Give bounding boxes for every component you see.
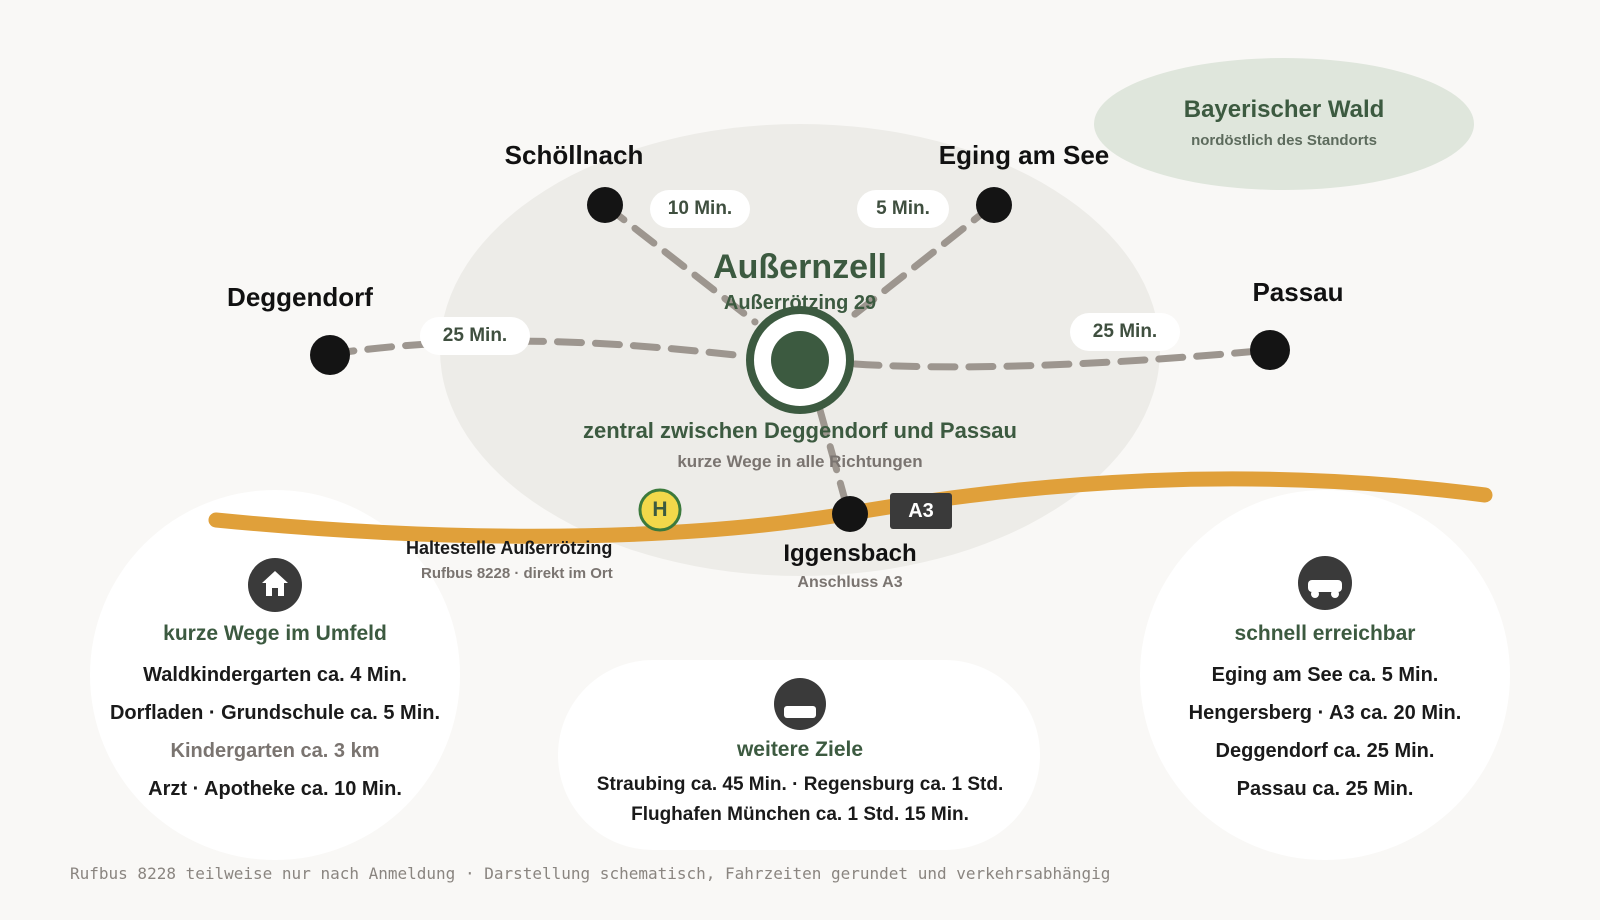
card-right-heading: schnell erreichbar bbox=[1234, 622, 1416, 645]
card-left-line: Kindergarten ca. 3 km bbox=[170, 740, 380, 762]
city-label-deggendorf: Deggendorf bbox=[227, 282, 373, 312]
card-right-line: Deggendorf ca. 25 Min. bbox=[1215, 740, 1435, 762]
center-marker-dot bbox=[771, 331, 829, 389]
house-icon bbox=[248, 558, 302, 612]
bus-stop-title: Haltestelle Außerrötzing bbox=[406, 538, 613, 558]
route-eging bbox=[841, 201, 997, 326]
route-passau bbox=[851, 346, 1274, 371]
card-left-line: Arzt · Apotheke ca. 10 Min. bbox=[148, 778, 402, 800]
card-left-line: Dorfladen · Grundschule ca. 5 Min. bbox=[109, 702, 441, 724]
card-left-bg bbox=[90, 490, 460, 860]
node-passau bbox=[1250, 330, 1290, 370]
node-schoellnach bbox=[587, 187, 623, 223]
center-title: Außernzell bbox=[713, 248, 887, 286]
node-eging bbox=[976, 187, 1012, 223]
card-middle-bg bbox=[558, 660, 1040, 850]
center-caption-sub: kurze Wege in alle Richtungen bbox=[677, 452, 923, 471]
a3-badge: A3 bbox=[890, 493, 952, 529]
forest-region bbox=[1094, 58, 1474, 190]
card-middle-line: Straubing ca. 45 Min. · Regensburg ca. 1… bbox=[596, 774, 1004, 795]
region-subtitle: nordöstlich des Standorts bbox=[1191, 132, 1377, 149]
iggensbach-subtitle: Anschluss A3 bbox=[797, 574, 903, 591]
card-middle-line: Flughafen München ca. 1 Std. 15 Min. bbox=[631, 804, 969, 825]
city-label-eging: Eging am See bbox=[938, 140, 1110, 170]
time-pill-schoellnach: 10 Min. bbox=[650, 190, 750, 228]
region-title: Bayerischer Wald bbox=[1183, 96, 1385, 123]
card-right-line: Eging am See ca. 5 Min. bbox=[1211, 664, 1439, 686]
car-icon bbox=[1298, 556, 1352, 610]
route-deggendorf bbox=[326, 337, 749, 360]
center-address: Außerrötzing 29 bbox=[723, 292, 877, 314]
node-deggendorf bbox=[310, 335, 350, 375]
card-right-line: Hengersberg · A3 ca. 20 Min. bbox=[1188, 702, 1462, 724]
bus-stop-subtitle: Rufbus 8228 · direkt im Ort bbox=[421, 565, 613, 582]
iggensbach-title: Iggensbach bbox=[783, 540, 917, 567]
node-iggensbach bbox=[832, 496, 868, 532]
time-pill-passau: 25 Min. bbox=[1070, 313, 1180, 351]
card-right-line: Passau ca. 25 Min. bbox=[1236, 778, 1414, 800]
time-pill-eging: 5 Min. bbox=[857, 190, 949, 228]
bus-stop-symbol: H bbox=[652, 498, 668, 521]
route-schoellnach bbox=[601, 201, 759, 326]
city-label-schoellnach: Schöllnach bbox=[504, 140, 644, 170]
footnote: Rufbus 8228 teilweise nur nach Anmeldung… bbox=[70, 864, 1111, 883]
card-left-line: Waldkindergarten ca. 4 Min. bbox=[143, 664, 407, 686]
card-middle-heading: weitere Ziele bbox=[736, 738, 864, 761]
route-iggensbach bbox=[816, 406, 849, 504]
center-caption: zentral zwischen Deggendorf und Passau bbox=[583, 418, 1017, 443]
bus-stop-marker bbox=[638, 488, 682, 532]
card-right-bg bbox=[1140, 490, 1510, 860]
city-label-passau: Passau bbox=[1252, 277, 1344, 307]
card-left-heading: kurze Wege im Umfeld bbox=[163, 622, 387, 645]
train-icon bbox=[774, 678, 826, 730]
time-pill-deggendorf: 25 Min. bbox=[420, 317, 530, 355]
